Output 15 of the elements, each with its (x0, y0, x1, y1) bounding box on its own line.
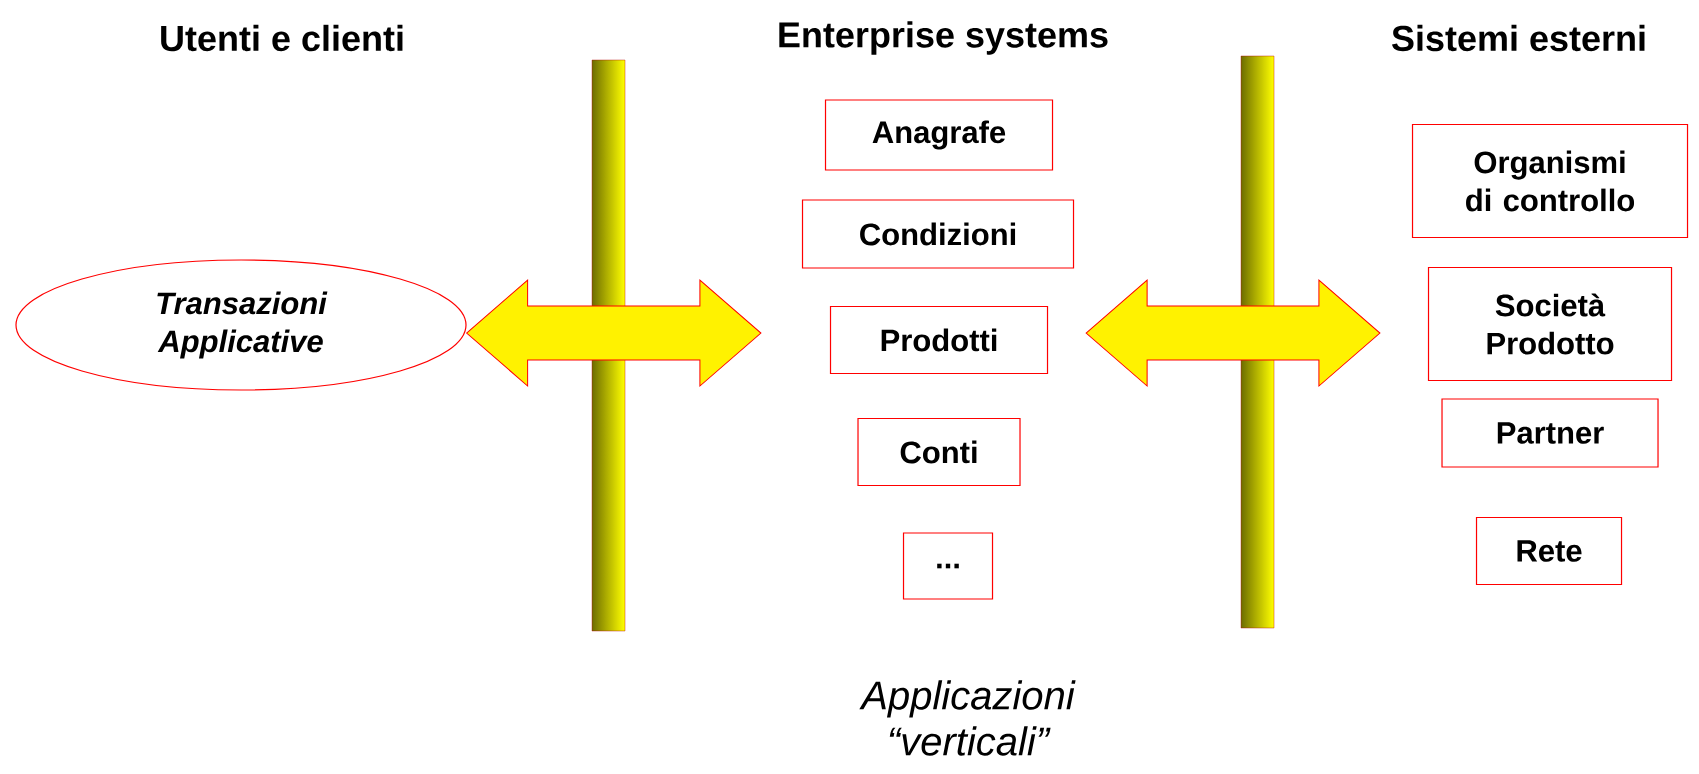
system-box: Organismi di controllo (1411, 123, 1689, 239)
column-heading: Enterprise systems (779, 21, 1108, 55)
system-box: Società Prodotto (1427, 266, 1673, 382)
system-box: Condizioni (801, 199, 1075, 269)
double-arrow (1085, 279, 1381, 387)
system-box: Prodotti (829, 305, 1049, 375)
caption: Applicazioni “verticali” (859, 680, 1076, 756)
column-heading: Utenti e clienti (161, 24, 403, 52)
system-box: ... (902, 532, 994, 600)
system-box: Rete (1475, 516, 1623, 586)
system-box: Partner (1441, 398, 1659, 468)
column-heading: Sistemi esterni (1392, 24, 1645, 52)
system-box: Conti (857, 417, 1021, 487)
system-box: Anagrafe (824, 99, 1054, 171)
double-arrow (466, 279, 762, 387)
